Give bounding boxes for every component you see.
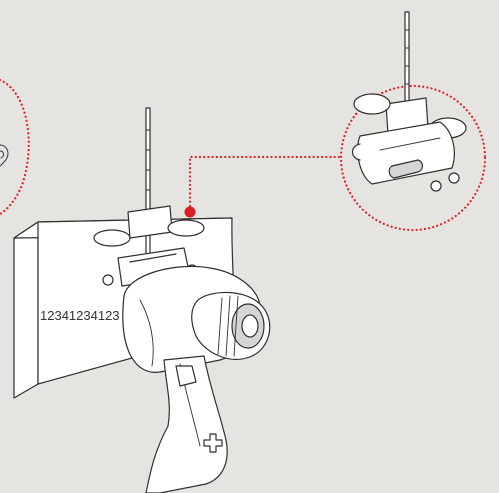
callout-leader-line	[188, 155, 344, 208]
board-scale-numbers: 12341234123	[40, 308, 120, 323]
left-detail-circle	[0, 78, 30, 216]
board-front-face	[13, 221, 39, 399]
left-detail-callout	[0, 78, 30, 216]
suction-bracket-on-board	[93, 205, 205, 287]
callout-marker-dot	[184, 206, 196, 218]
cordless-drill	[122, 265, 271, 493]
detail-magnifier-circle	[339, 84, 487, 232]
drill-handle	[145, 355, 228, 493]
detail-bracket-view	[351, 11, 467, 192]
cross-button-icon	[203, 433, 223, 453]
left-detail-part	[0, 144, 9, 167]
detail-callout	[184, 84, 487, 232]
